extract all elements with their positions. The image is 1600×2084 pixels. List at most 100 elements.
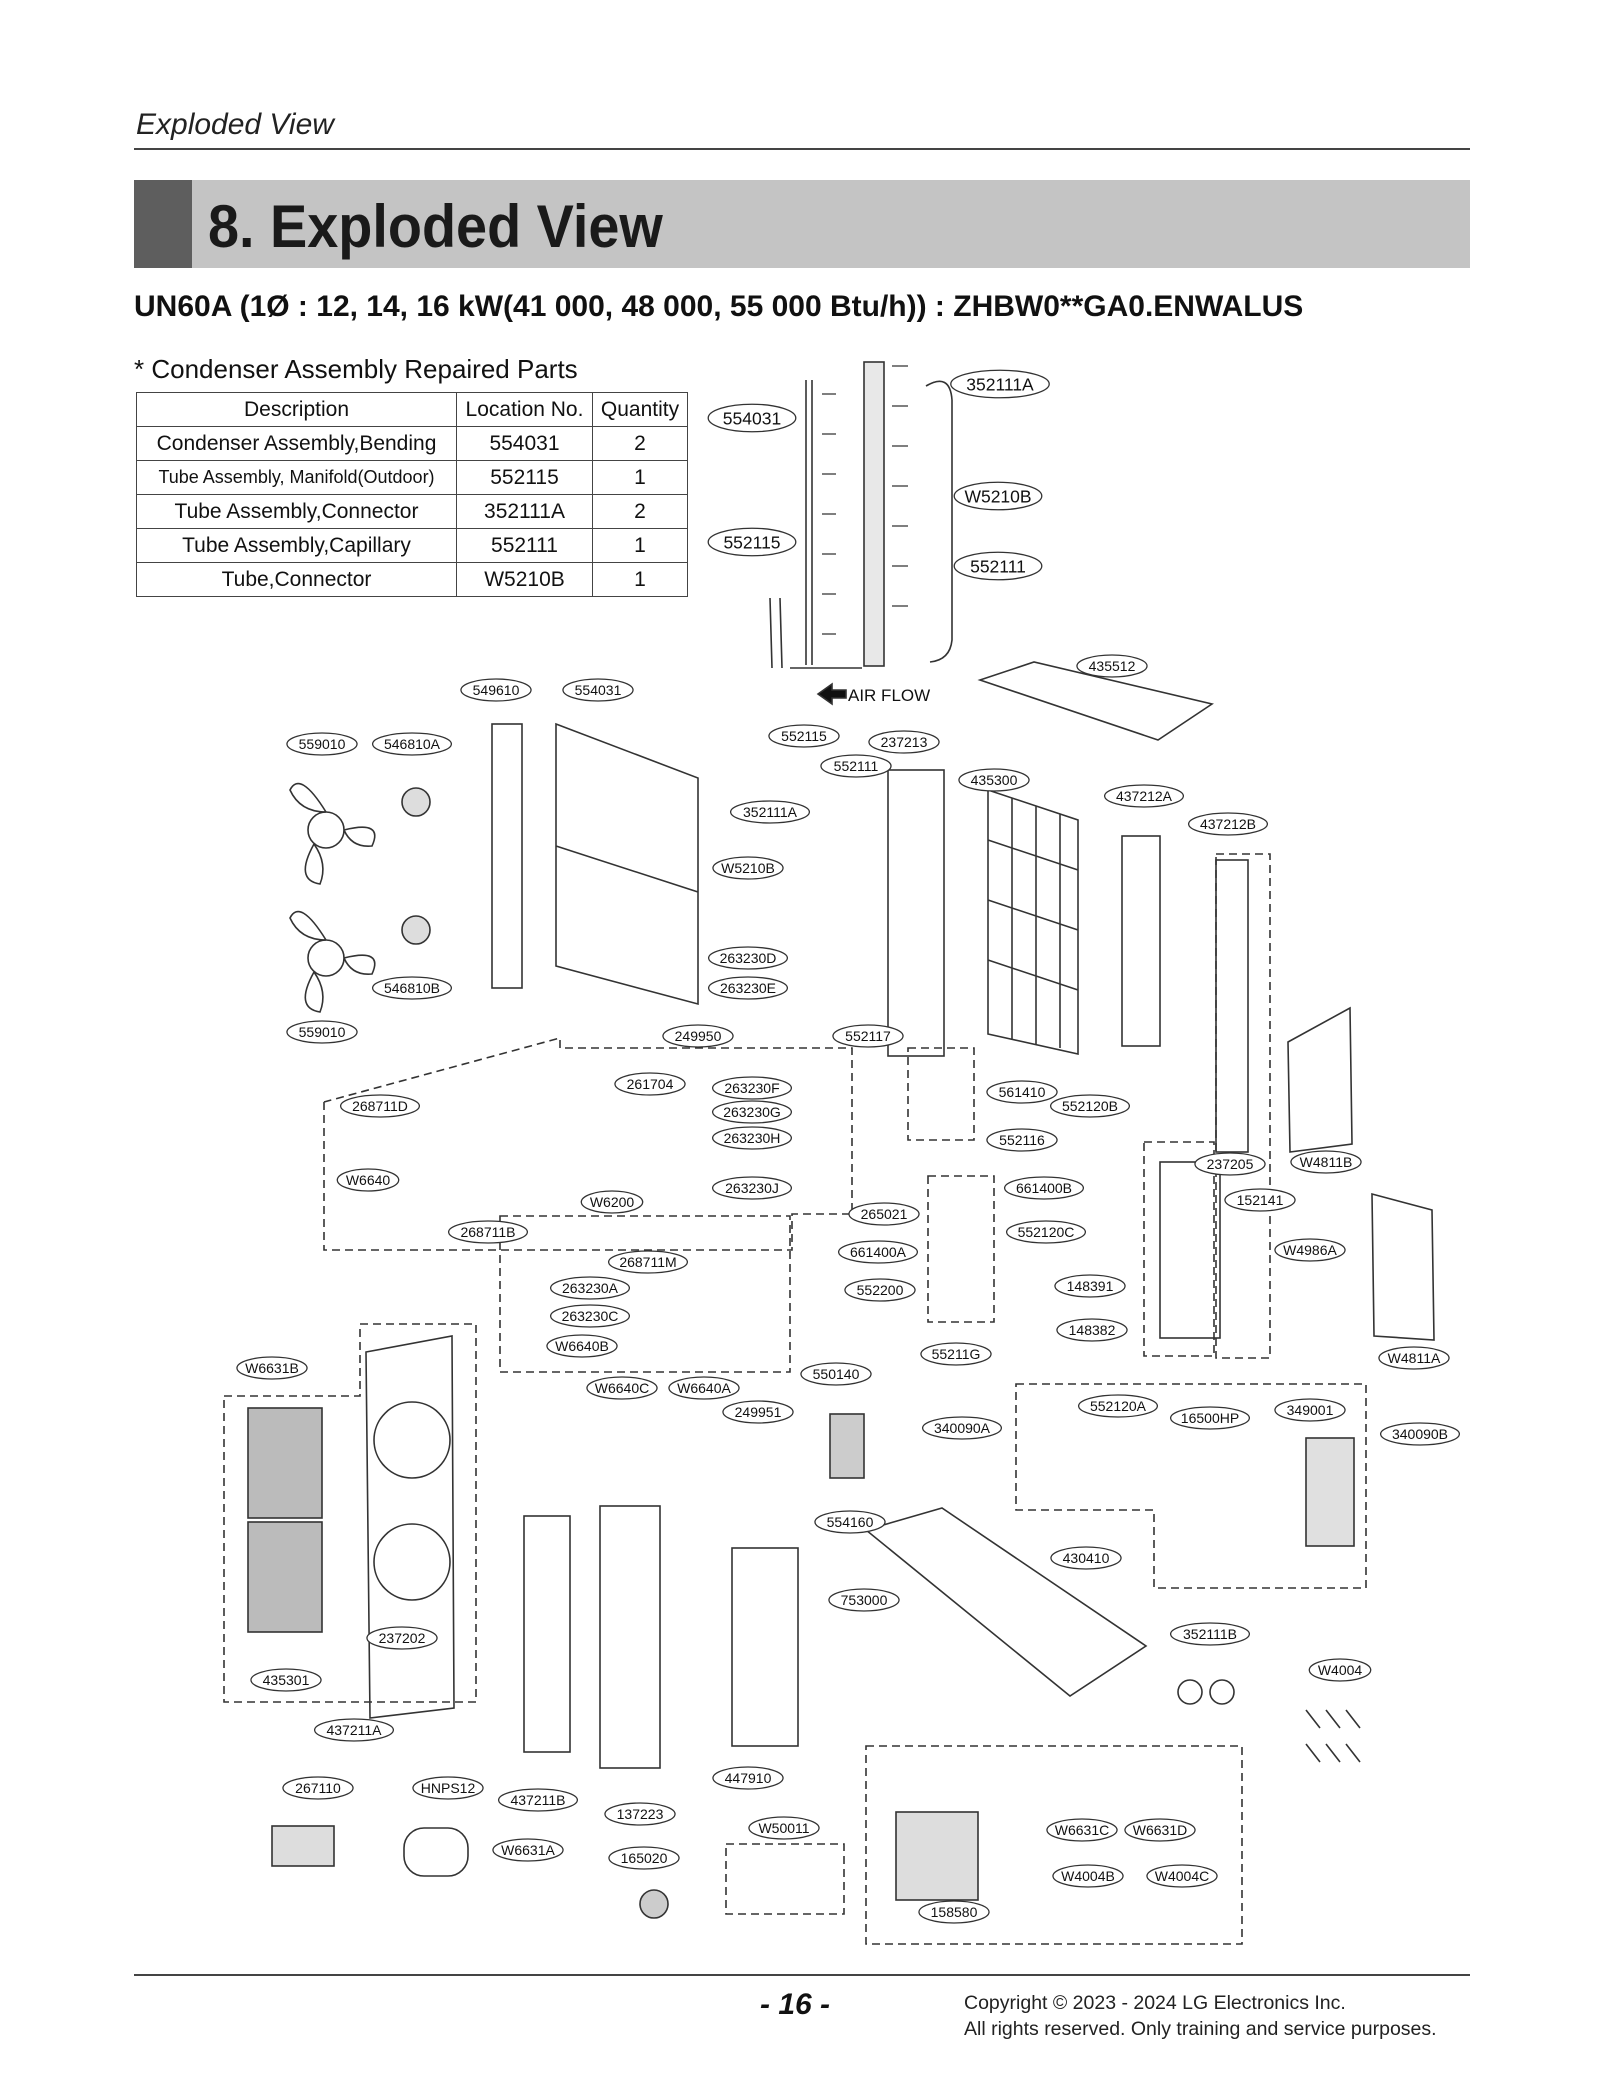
part-callout: 552111: [820, 754, 892, 778]
callout-bubble: [1308, 1658, 1372, 1682]
callout-bubble: [286, 732, 358, 756]
callout-bubble: [1046, 1818, 1118, 1842]
part-callout: W4811A: [1378, 1346, 1450, 1370]
callout-bubble: [580, 1190, 644, 1214]
part-callout: 549610: [460, 678, 532, 702]
callout-bubble: [1169, 1406, 1251, 1430]
callout-bubble: [712, 856, 784, 880]
callout-bubble: [668, 1376, 740, 1400]
part-callout: 237213: [868, 730, 940, 754]
table-row: Tube Assembly,Capillary 552111 1: [136, 528, 688, 563]
side-panel-w4811a: [1371, 1192, 1435, 1341]
callout-label: 249951: [735, 1404, 782, 1420]
callout-label: 561410: [999, 1084, 1046, 1100]
callout-label: W4004B: [1061, 1868, 1115, 1884]
callout-label: 349001: [1287, 1402, 1334, 1418]
fan-motor-lower-icon: [401, 915, 431, 945]
callout-bubble: [1378, 1346, 1450, 1370]
callout-bubble: [339, 1094, 421, 1118]
copyright-line-2: All rights reserved. Only training and s…: [964, 2018, 1437, 2040]
part-callout: W6631D: [1124, 1818, 1196, 1842]
part-callout: 661400A: [837, 1240, 919, 1264]
callout-bubble: [1056, 1318, 1128, 1342]
table-cell: 1: [592, 562, 688, 597]
part-labels: 352111A554031W5210B552115552111435512549…: [236, 369, 1461, 1924]
table-cell: Tube Assembly, Manifold(Outdoor): [136, 460, 457, 495]
header-rule: [134, 148, 1470, 150]
callout-bubble: [1169, 1622, 1251, 1646]
part-callout: 16500HP: [1169, 1406, 1251, 1430]
callout-label: 158580: [931, 1904, 978, 1920]
group-outlines: [223, 853, 1367, 1945]
part-callout: 55211G: [920, 1342, 992, 1366]
part-callout: W6640: [336, 1168, 400, 1192]
callout-bubble: [497, 1788, 579, 1812]
callout-label: 263230D: [720, 950, 777, 966]
condenser-assembly-outline: [555, 722, 699, 1006]
callout-label: 552115: [781, 728, 827, 744]
part-callout: 263230H: [711, 1126, 793, 1150]
table-cell: 352111A: [456, 494, 593, 529]
callout-bubble: [286, 1020, 358, 1044]
part-callout: 237202: [366, 1626, 438, 1650]
callout-label: 552116: [999, 1132, 1045, 1148]
callout-bubble: [1054, 1274, 1126, 1298]
callout-bubble: [604, 1802, 676, 1826]
callout-bubble: [282, 1776, 354, 1800]
callout-label: 237205: [1207, 1156, 1254, 1172]
table-cell: Tube Assembly,Connector: [136, 494, 457, 529]
callout-bubble: [1290, 1150, 1362, 1174]
copyright-line-1: Copyright © 2023 - 2024 LG Electronics I…: [964, 1992, 1346, 2014]
callout-bubble: [953, 481, 1043, 511]
callout-label: W6200: [590, 1194, 635, 1210]
callout-bubble: [1003, 1176, 1085, 1200]
callout-label: 552120C: [1018, 1224, 1075, 1240]
callout-label: 554031: [723, 408, 781, 428]
callout-bubble: [1050, 1546, 1122, 1570]
callout-bubble: [662, 1024, 734, 1048]
callout-label: W6640B: [555, 1338, 609, 1354]
part-callout: W4004C: [1146, 1864, 1218, 1888]
part-callout: 148391: [1054, 1274, 1126, 1298]
callout-label: HNPS12: [421, 1780, 476, 1796]
callout-bubble: [828, 1588, 900, 1612]
callout-bubble: [549, 1304, 631, 1328]
part-callout: 447910: [712, 1766, 784, 1790]
part-callout: 661400B: [1003, 1176, 1085, 1200]
callout-label: 263230A: [562, 1280, 619, 1296]
callout-bubble: [1076, 654, 1148, 678]
callout-label: 552120A: [1090, 1398, 1147, 1414]
callout-label: W4004: [1318, 1662, 1363, 1678]
callout-label: 148382: [1069, 1322, 1116, 1338]
callout-label: 352111A: [966, 374, 1034, 394]
callout-label: 661400A: [850, 1244, 907, 1260]
flow-arrows: [822, 365, 908, 635]
callout-bubble: [711, 1176, 793, 1200]
callout-bubble: [986, 1080, 1058, 1104]
callout-label: W4811B: [1300, 1154, 1353, 1170]
callout-bubble: [608, 1846, 680, 1870]
callout-bubble: [236, 1356, 308, 1380]
part-callout: 340090A: [921, 1416, 1003, 1440]
fan-lower-icon: [289, 910, 376, 1013]
parts-table: Description Location No. Quantity Conden…: [136, 392, 688, 597]
part-callout: 435300: [958, 768, 1030, 792]
callout-bubble: [250, 1668, 322, 1692]
callout-label: 237213: [881, 734, 928, 750]
callout-bubble: [1005, 1220, 1087, 1244]
part-callout: 561410: [986, 1080, 1058, 1104]
part-callout: HNPS12: [412, 1776, 484, 1800]
callout-bubble: [371, 732, 453, 756]
callout-bubble: [614, 1072, 686, 1096]
callout-label: 549610: [473, 682, 520, 698]
callout-label: 165020: [621, 1850, 668, 1866]
callout-label: 437211B: [510, 1792, 565, 1808]
part-callout: 263230F: [711, 1076, 793, 1100]
running-header: Exploded View: [136, 108, 334, 141]
callout-label: W4811A: [1388, 1350, 1441, 1366]
callout-bubble: [492, 1838, 564, 1862]
part-callout: W4004: [1308, 1658, 1372, 1682]
callout-label: W4986A: [1283, 1242, 1337, 1258]
remote-controller: [271, 1825, 335, 1867]
table-row: Tube,Connector W5210B 1: [136, 562, 688, 597]
